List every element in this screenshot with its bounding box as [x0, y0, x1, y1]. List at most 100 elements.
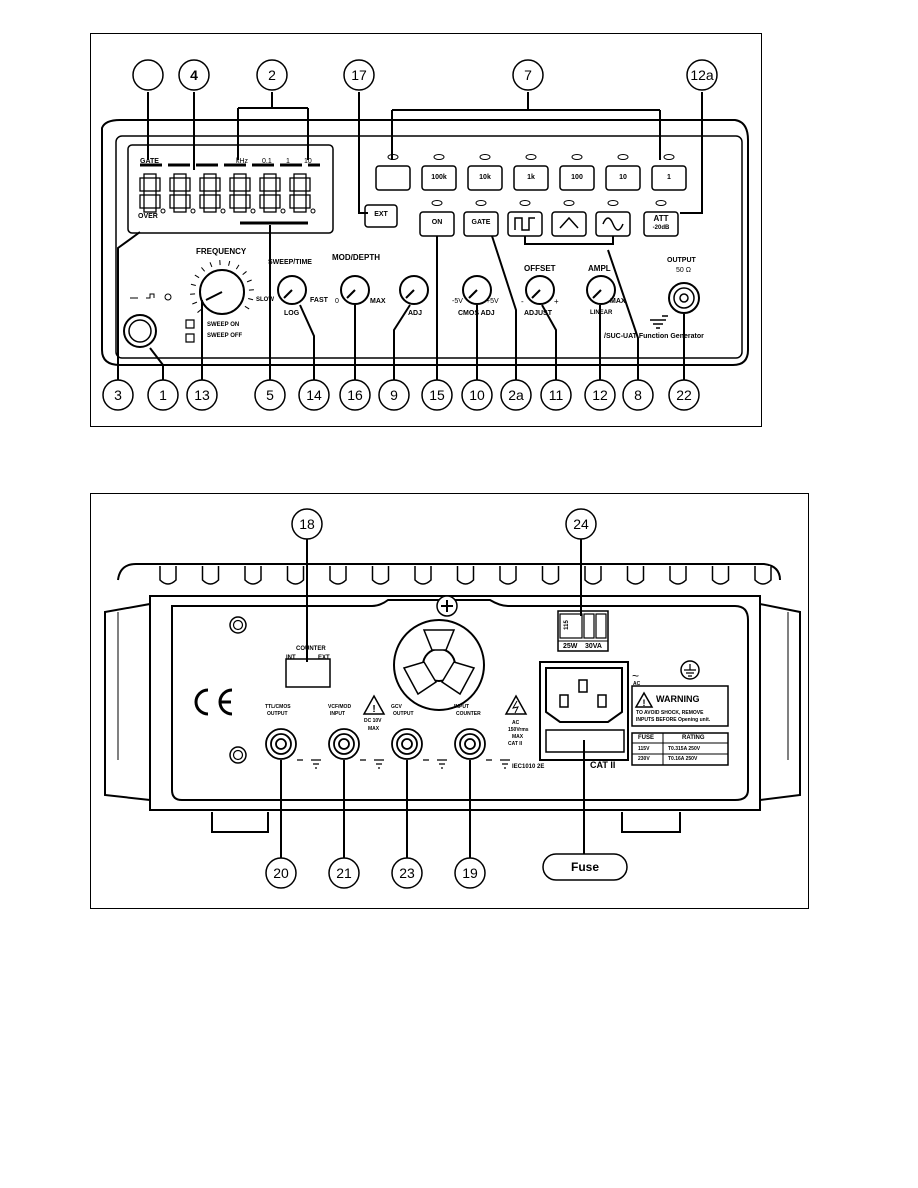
frequency-title: FREQUENCY [196, 247, 247, 256]
svg-text:3: 3 [114, 387, 122, 403]
offset-plus-label: + [554, 297, 559, 306]
offset-minus-label: - [521, 297, 524, 306]
range-button-label: 100k [431, 174, 447, 181]
gate-button[interactable] [463, 211, 499, 237]
voltage-selector-label: 115 [563, 620, 570, 630]
range-label-1: 1 [286, 158, 290, 165]
range-button[interactable] [421, 154, 457, 191]
voltage-selector[interactable] [557, 610, 609, 652]
sweep-time-title: SWEEP/TIME [268, 259, 312, 266]
vent-slot [626, 566, 645, 585]
power-rating-watts: 25W [563, 643, 578, 650]
callout-label: 12 [584, 379, 616, 411]
warning-box: ! [631, 685, 729, 727]
vcf-mod-input-bnc[interactable] [328, 728, 384, 769]
svg-text:14: 14 [306, 387, 322, 403]
counter-int-ext-switch[interactable] [285, 658, 331, 688]
led-digit [229, 173, 256, 214]
cat-label: CAT II [590, 760, 616, 770]
fuse-table-header-rating: RATING [682, 735, 705, 741]
svg-text:16: 16 [347, 387, 363, 403]
range-button[interactable] [513, 154, 549, 191]
bnc-label: COUNTER [456, 711, 481, 717]
bnc-label: MAX [512, 734, 524, 740]
bnc-label: CAT II [508, 741, 523, 747]
vent-slot [286, 566, 305, 585]
output-impedance-label: 50 Ω [676, 267, 691, 274]
ext-button[interactable] [364, 204, 398, 228]
ampl-sublabel: LINEAR [590, 310, 613, 316]
triangle-wave-button[interactable] [551, 211, 587, 237]
slow-label: SLOW [256, 297, 274, 303]
bnc-label: VCF/MOD [328, 704, 352, 710]
svg-text:17: 17 [351, 67, 367, 83]
callout-label: 16 [339, 379, 371, 411]
svg-text:11: 11 [549, 387, 564, 403]
ttl-cmos-output-bnc[interactable] [265, 728, 321, 769]
counter-input-bnc[interactable] [454, 728, 510, 769]
range-button[interactable] [605, 154, 641, 191]
svg-text:19: 19 [462, 865, 478, 881]
range-button-label: 10 [619, 174, 627, 181]
svg-text:21: 21 [336, 865, 352, 881]
counter-ext-label: EXT [318, 655, 330, 661]
svg-text:18: 18 [299, 516, 315, 532]
cmos-adj-knob[interactable] [462, 275, 492, 305]
fuse-table-row2-voltage: 230V [638, 756, 650, 762]
output-bnc[interactable] [668, 282, 700, 314]
range-button-label: 10k [479, 174, 491, 181]
callout-label: 9 [378, 379, 410, 411]
fast-label: FAST [310, 297, 328, 304]
callout-label [132, 59, 164, 91]
vent-slot [456, 566, 475, 585]
mod-depth-knob[interactable] [340, 275, 370, 305]
range-button[interactable] [467, 154, 503, 191]
bnc-label: 150Vrms [508, 727, 529, 733]
adj-label: ADJ [408, 310, 423, 317]
callout-label: 18 [291, 508, 323, 540]
sweep-time-knob[interactable] [277, 275, 307, 305]
vent-slot [244, 566, 262, 585]
att-button-label: ATT [653, 214, 669, 223]
bnc-label: MAX [368, 726, 380, 732]
power-button[interactable] [123, 314, 157, 348]
fuse-callout [542, 853, 628, 881]
frequency-knob[interactable] [199, 269, 245, 315]
counter-int-label: INT [286, 655, 296, 661]
cmos-adj-label: CMOS ADJ [458, 310, 495, 317]
svg-text:12: 12 [592, 387, 608, 403]
screw-bottom-left [229, 746, 247, 764]
callout-label: 17 [343, 59, 375, 91]
svg-text:1: 1 [159, 387, 167, 403]
ampl-knob[interactable] [586, 275, 616, 305]
fuse-table-row2-rating: T0.16A 250V [668, 756, 698, 762]
bnc-label: TTL/CMOS [265, 704, 291, 710]
svg-text:23: 23 [399, 865, 415, 881]
adj-knob[interactable] [399, 275, 429, 305]
range-button[interactable] [559, 154, 595, 191]
vent-slot [669, 566, 687, 585]
bnc-label: AC [512, 720, 520, 726]
bnc-label: GCV [391, 704, 402, 710]
led-digit [289, 173, 316, 214]
offset-knob[interactable] [525, 275, 555, 305]
sine-wave-button[interactable] [595, 211, 631, 237]
bnc-label: INPUT [330, 711, 345, 717]
range-button[interactable] [651, 154, 687, 191]
front-panel-figure [90, 33, 762, 427]
ampl-title: AMPL [588, 264, 611, 273]
sweep-on-label: SWEEP ON [207, 322, 240, 328]
plus-5v-label: +5V [486, 298, 499, 305]
bnc-label: OUTPUT [393, 711, 414, 717]
svg-text:24: 24 [573, 516, 589, 532]
svg-text:20: 20 [273, 865, 289, 881]
caution-triangle-1: ! [362, 694, 386, 715]
att-button-sublabel: -20dB [652, 225, 670, 231]
gcv-output-bnc[interactable] [391, 728, 447, 769]
ext-button-label: EXT [374, 211, 388, 218]
svg-text:15: 15 [429, 387, 445, 403]
att-button[interactable] [643, 211, 679, 237]
led-digit [259, 173, 286, 214]
svg-text:12a: 12a [690, 67, 714, 83]
